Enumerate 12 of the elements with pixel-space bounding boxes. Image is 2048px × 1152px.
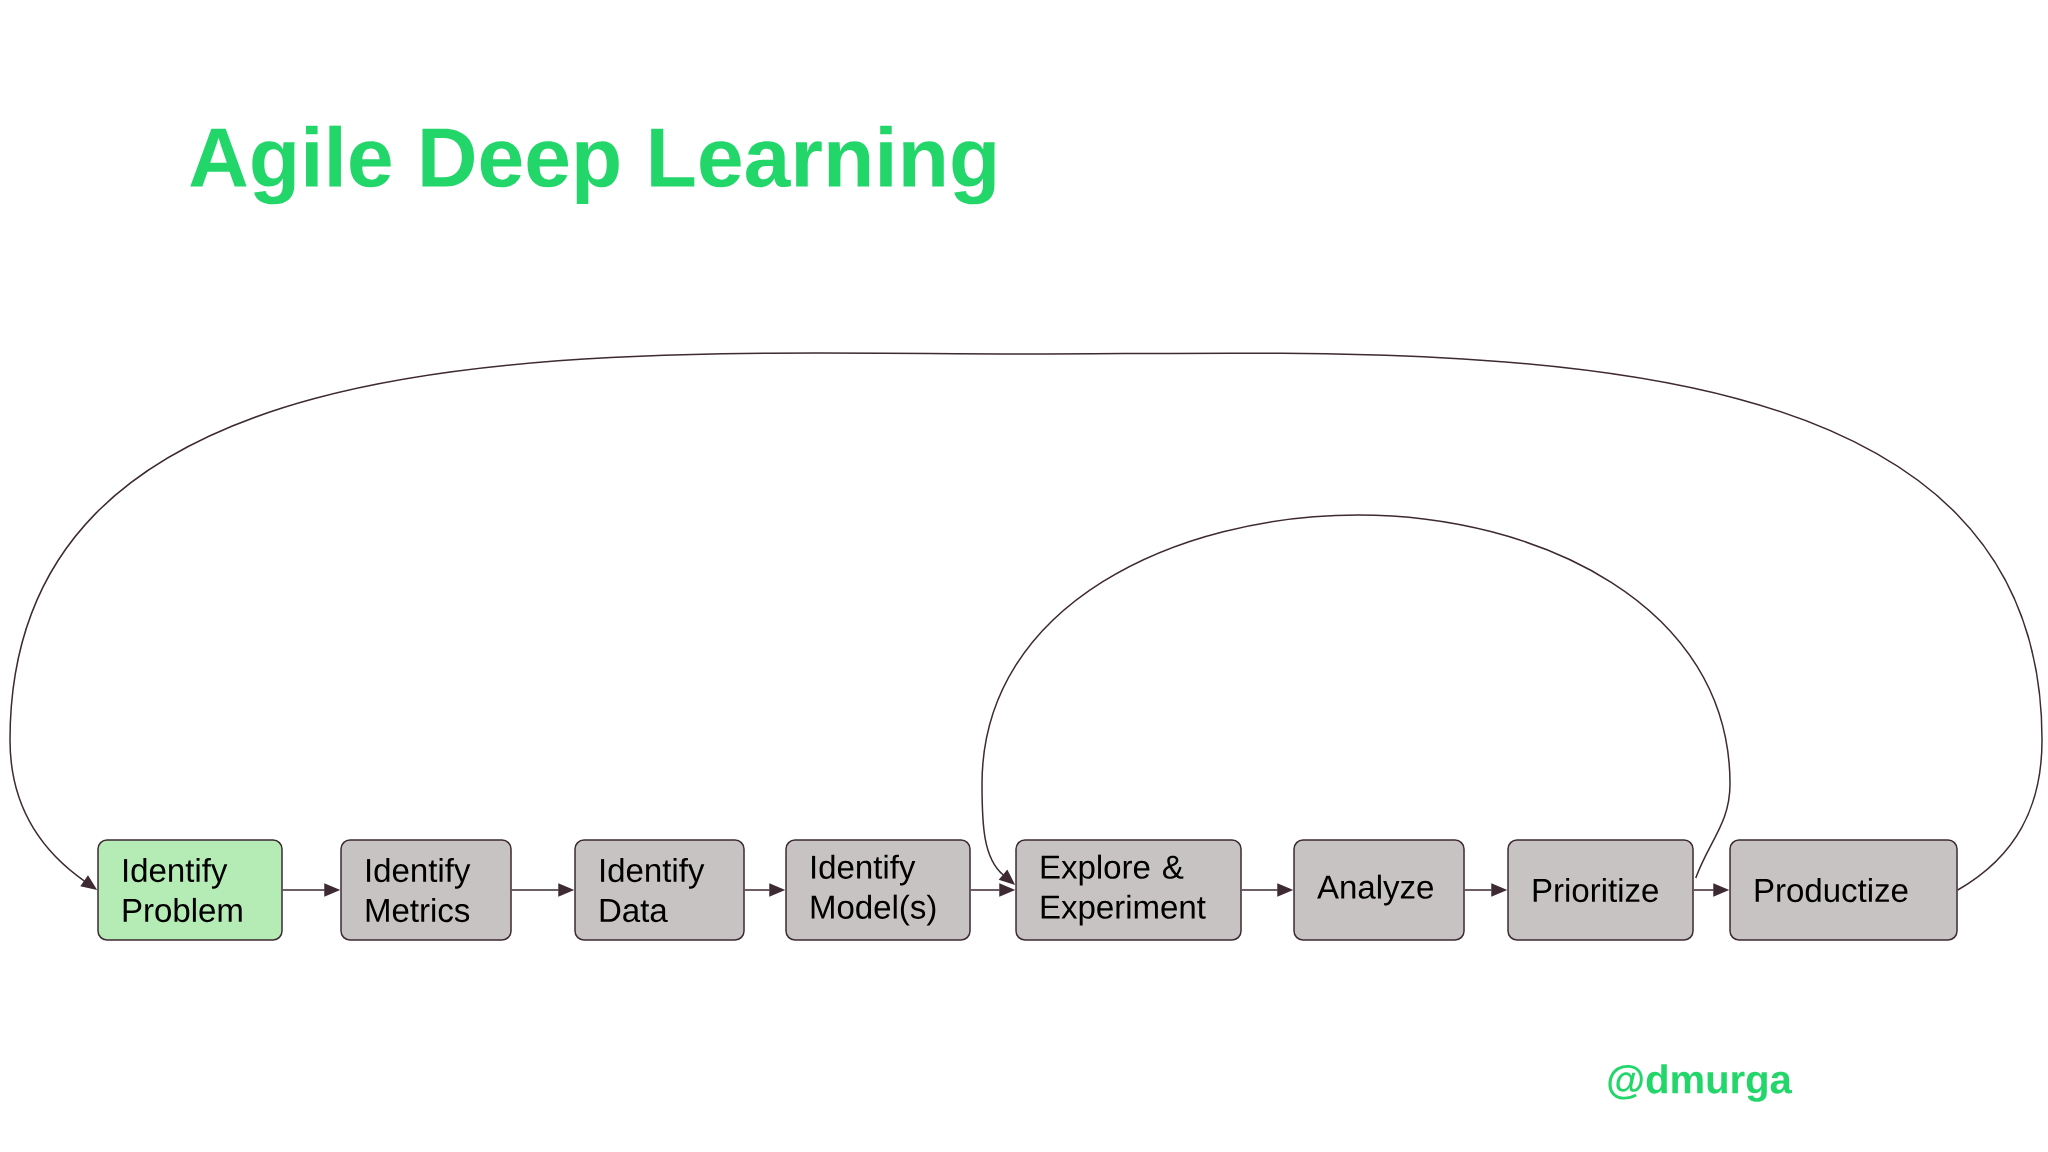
process-box: Prioritize <box>1507 839 1694 941</box>
process-box: Identify Problem <box>97 839 283 941</box>
process-box: Productize <box>1729 839 1958 941</box>
title: Agile Deep Learning <box>190 125 995 205</box>
arrow <box>9 352 2043 891</box>
arrow <box>981 514 1731 885</box>
process-box: Explore & Experiment <box>1015 839 1242 941</box>
handle-text: @dmurga <box>1608 1064 1793 1102</box>
process-box: Identify Model(s) <box>785 839 971 941</box>
process-box: Identify Metrics <box>340 839 512 941</box>
process-box: Identify Data <box>574 839 745 941</box>
process-box: Analyze <box>1293 839 1465 941</box>
